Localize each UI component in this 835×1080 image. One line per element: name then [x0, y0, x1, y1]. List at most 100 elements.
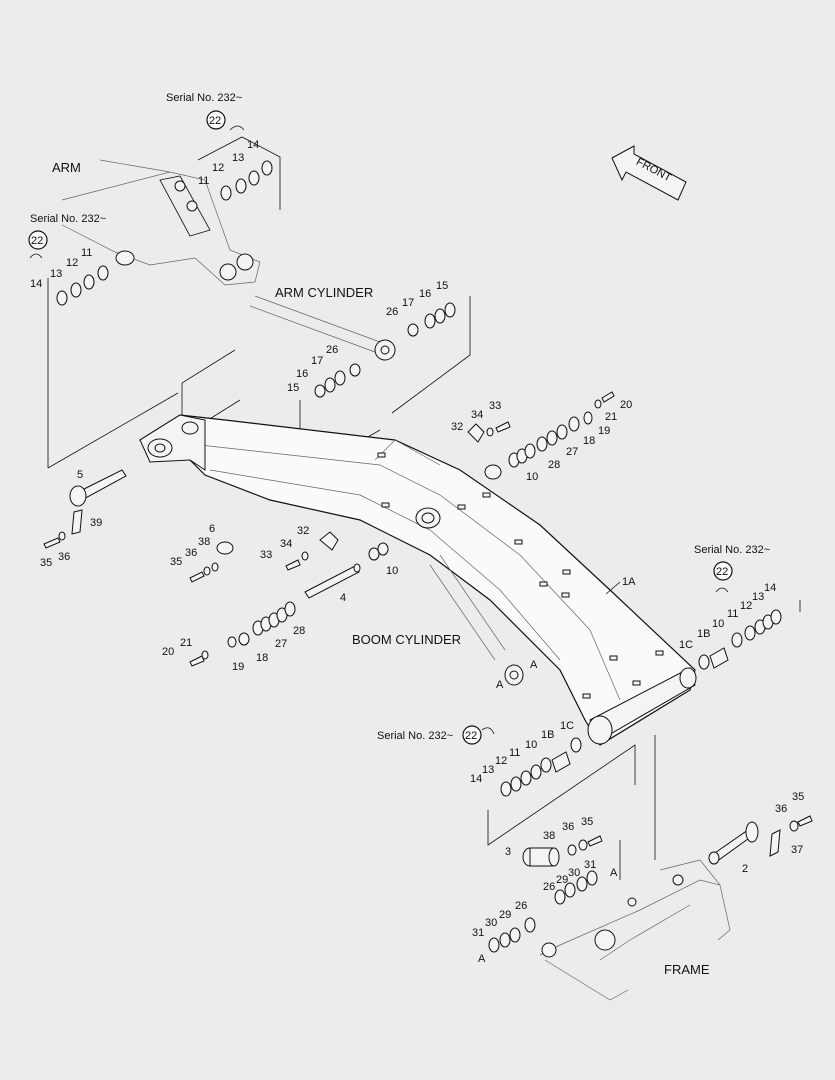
label-35b: 35: [170, 556, 182, 568]
label-3: 3: [505, 846, 511, 858]
label-14: 14: [247, 139, 259, 151]
label-34b: 34: [471, 409, 483, 421]
label-31b: 31: [472, 927, 484, 939]
washer-stack-27-28-left: [189, 601, 296, 667]
label-18b: 18: [583, 435, 595, 447]
label-15: 15: [436, 280, 448, 292]
label-28b: 28: [548, 459, 560, 471]
label-30: 30: [568, 867, 580, 879]
label-10c: 10: [712, 618, 724, 630]
lock-plate-37: [769, 829, 781, 857]
label-17b: 17: [311, 355, 323, 367]
serial-note-right: Serial No. 232~: [694, 544, 770, 556]
label-11c: 11: [727, 608, 738, 620]
label-5: 5: [77, 469, 83, 481]
label-14c: 14: [764, 582, 776, 594]
label-13: 13: [232, 152, 244, 164]
label-12: 12: [212, 162, 224, 174]
label-15b: 15: [287, 382, 299, 394]
label-36b: 36: [185, 547, 197, 559]
label-14d: 14: [470, 773, 482, 785]
label-2: 2: [742, 863, 748, 875]
label-35c: 35: [581, 816, 593, 828]
label-30b: 30: [485, 917, 497, 929]
callout-22-icon-2: 22: [28, 230, 48, 259]
label-17: 17: [402, 297, 414, 309]
callout-22-text: 22: [31, 235, 43, 247]
label-21b: 21: [605, 411, 617, 423]
label-6: 6: [209, 523, 215, 535]
label-11b: 11: [81, 247, 92, 259]
pin-2: [708, 821, 759, 865]
label-26: 26: [386, 306, 398, 318]
label-A-1: A: [530, 659, 538, 671]
boom-cylinder-outline: [429, 554, 524, 686]
label-34: 34: [280, 538, 292, 550]
label-13b: 13: [50, 268, 62, 280]
label-11: 11: [198, 175, 209, 187]
serial-note-bottom: Serial No. 232~: [377, 730, 453, 742]
bracket-32-mid: [285, 531, 339, 571]
pin-5: [69, 469, 127, 507]
serial-note-top: Serial No. 232~: [166, 92, 242, 104]
label-31: 31: [584, 859, 596, 871]
callout-22-icon-3: 22: [713, 561, 733, 593]
label-27: 27: [275, 638, 287, 650]
callout-22-text: 22: [465, 730, 477, 742]
label-13c: 13: [752, 591, 764, 603]
washer-stack-arm-left: [47, 265, 179, 469]
serial-note-left: Serial No. 232~: [30, 213, 106, 225]
label-20: 20: [162, 646, 174, 658]
label-26d: 26: [515, 900, 527, 912]
label-12b: 12: [66, 257, 78, 269]
label-27b: 27: [566, 446, 578, 458]
arm-outline: [61, 159, 261, 286]
label-4: 4: [340, 592, 346, 604]
label-36d: 36: [775, 803, 787, 815]
label-36: 36: [58, 551, 70, 563]
label-32: 32: [297, 525, 309, 537]
bolt-35-36-left: [43, 531, 66, 549]
label-26c: 26: [543, 881, 555, 893]
label-36c: 36: [562, 821, 574, 833]
label-32b: 32: [451, 421, 463, 433]
label-16: 16: [419, 288, 431, 300]
label-10b: 10: [526, 471, 538, 483]
label-26b: 26: [326, 344, 338, 356]
bushing-stack-bottom: [500, 737, 582, 797]
pin-3: [522, 847, 560, 867]
plate-6: [189, 541, 234, 583]
label-29b: 29: [499, 909, 511, 921]
washer-stack-27-28-top: [508, 391, 615, 468]
pin-4: [304, 563, 361, 599]
bolt-35-36-right: [789, 815, 813, 832]
label-38b: 38: [543, 830, 555, 842]
label-10: 10: [386, 565, 398, 577]
label-1C: 1C: [679, 639, 693, 651]
label-19: 19: [232, 661, 244, 673]
label-1C-b: 1C: [560, 720, 574, 732]
label-1B-b: 1B: [541, 729, 554, 741]
label-14b: 14: [30, 278, 42, 290]
label-10d: 10: [525, 739, 537, 751]
washer-stack-arm-top: [197, 136, 281, 210]
label-1A: 1A: [622, 576, 636, 588]
label-35: 35: [40, 557, 52, 569]
bolt-35-36-38-bottom: [567, 835, 603, 856]
callout-22-text: 22: [209, 115, 221, 127]
arm-title: ARM: [52, 160, 81, 175]
washer-stack-10-mid: [368, 542, 389, 561]
label-19b: 19: [598, 425, 610, 437]
boom-body: [138, 414, 697, 746]
label-13d: 13: [482, 764, 494, 776]
label-1B: 1B: [697, 628, 710, 640]
bushing-stack-right: [698, 600, 801, 670]
washer-stack-26-31-lower: [488, 917, 536, 953]
label-38: 38: [198, 536, 210, 548]
label-33b: 33: [489, 400, 501, 412]
bracket-32-top: [467, 421, 511, 443]
label-33: 33: [260, 549, 272, 561]
frame-outline: [539, 859, 731, 1001]
label-18: 18: [256, 652, 268, 664]
